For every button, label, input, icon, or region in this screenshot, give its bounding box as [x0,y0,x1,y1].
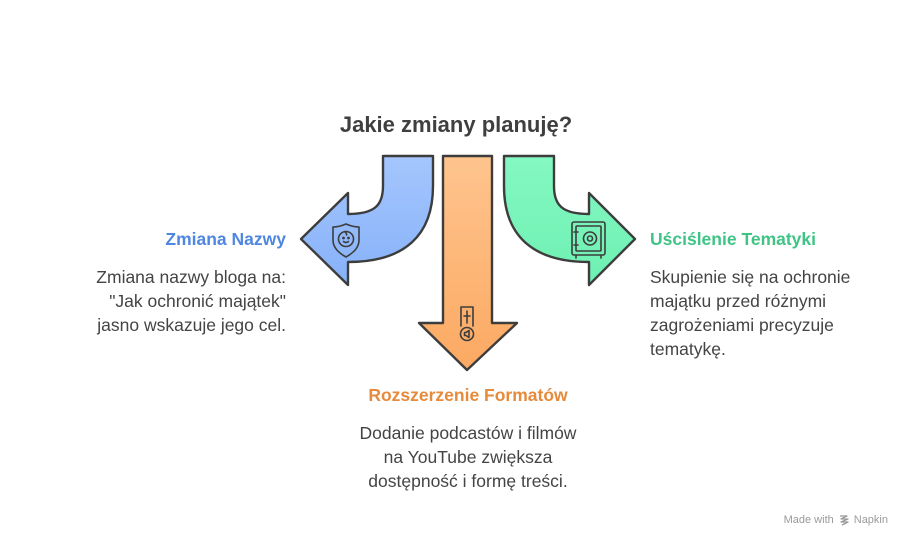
diagram-title: Jakie zmiany planuję? [339,112,573,137]
description-line: Skupienie się na ochronie [650,267,851,287]
description-line: jasno wskazuje jego cel. [97,315,286,335]
napkin-logo-icon [839,515,849,526]
description-line: tematykę. [650,339,726,359]
footer-text: Made with [783,514,834,526]
arrow-right-green [502,154,637,287]
arrow-left-blue [299,154,435,287]
footer-brand: Napkin [853,514,888,526]
branch-heading-format-expansion: Rozszerzenie Formatów [368,385,568,405]
description-line: na YouTube zwiększa [383,447,553,467]
safe-icon [571,221,606,259]
description-line: majątku przed różnymi [650,291,827,311]
media-player-icon [459,306,475,342]
branch-heading-name-change: Zmiana Nazwy [165,229,286,249]
description-line: dostępność i formę treści. [368,471,568,491]
branch-description-name-change: Zmiana nazwy bloga na: "Jak ochronić maj… [26,265,286,337]
made-with-napkin-badge[interactable]: Made with Napkin [784,514,888,526]
description-line: "Jak ochronić majątek" [109,291,286,311]
branch-description-topic-focus: Skupienie się na ochronie majątku przed … [650,265,910,361]
shield-face-icon [332,223,360,258]
description-line: zagrożeniami precyzuje [650,315,834,335]
arrow-down-orange [417,154,519,372]
description-line: Zmiana nazwy bloga na: [96,267,286,287]
branch-heading-topic-focus: Uściślenie Tematyki [650,229,817,249]
description-line: Dodanie podcastów i filmów [359,423,577,443]
branch-description-format-expansion: Dodanie podcastów i filmów na YouTube zw… [0,421,912,493]
